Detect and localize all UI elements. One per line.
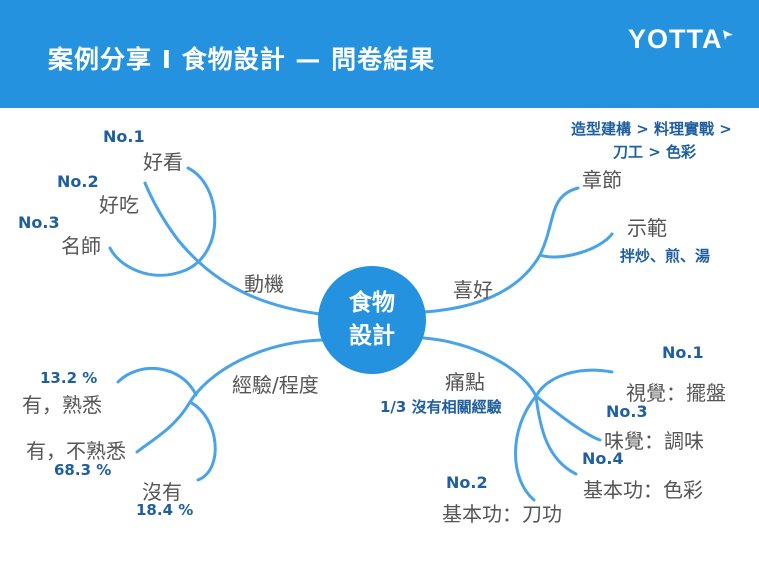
twig-skill-color <box>534 394 578 476</box>
branch-label-pain-points: 痛點 <box>445 370 485 394</box>
twig-visual <box>534 368 614 398</box>
twig-good-looking <box>108 166 217 277</box>
rank-famous-chef: No.3 <box>18 213 60 232</box>
branch-label-motivation: 動機 <box>244 272 284 296</box>
rank-visual: No.1 <box>662 343 704 362</box>
center-line-1: 食物 <box>349 289 395 316</box>
rank-taste: No.3 <box>606 402 648 421</box>
item-demo: 示範 <box>627 216 667 240</box>
item-good-looking: 好看 <box>143 150 183 174</box>
rank-skill-color: No.4 <box>582 449 624 468</box>
demo-methods: 拌炒、煎、湯 <box>620 247 711 265</box>
item-famous-chef: 名師 <box>61 234 101 258</box>
twig-none <box>188 400 217 482</box>
branch-motivation <box>143 181 322 316</box>
twig-familiar <box>116 367 198 397</box>
item-knife-skill: 基本功：刀功 <box>442 502 562 526</box>
twig-demo <box>538 232 614 259</box>
twig-taste <box>534 394 602 442</box>
pct-familiar: 13.2 % <box>40 369 98 387</box>
preference-ranking-line-2: 刀工 > 色彩 <box>613 143 697 161</box>
item-familiar: 有，熟悉 <box>22 393 102 417</box>
center-node: 食物 設計 <box>318 266 426 374</box>
branch-label-experience: 經驗/程度 <box>232 373 319 397</box>
item-delicious: 好吃 <box>99 193 139 217</box>
rank-delicious: No.2 <box>57 172 99 191</box>
brand-logo: YOTTA <box>628 24 723 54</box>
pct-unfamiliar: 68.3 % <box>54 461 112 479</box>
center-line-2: 設計 <box>349 323 395 349</box>
branch-label-preference: 喜好 <box>453 278 493 302</box>
item-skill-color: 基本功：色彩 <box>583 478 703 502</box>
item-unfamiliar: 有，不熟悉 <box>26 439 126 463</box>
branch-preference <box>422 186 580 314</box>
branch-pain-points <box>422 336 538 398</box>
pct-none: 18.4 % <box>136 501 194 519</box>
item-chapters: 章節 <box>582 168 622 192</box>
page-title: 案例分享 I 食物設計 — 問卷結果 <box>48 45 436 74</box>
item-none: 沒有 <box>142 480 182 504</box>
preference-ranking-line-1: 造型建構 > 料理實戰 > <box>571 120 732 138</box>
item-taste-seasoning: 味覺：調味 <box>604 429 704 453</box>
header-bar: 案例分享 I 食物設計 — 問卷結果 YOTTA <box>0 0 759 108</box>
item-visual-plating: 視覺：擺盤 <box>626 381 726 405</box>
rank-good-looking: No.1 <box>103 127 145 146</box>
rank-knife-skill: No.2 <box>446 473 488 492</box>
logo-arrow-icon <box>723 30 733 40</box>
pain-points-note: 1/3 沒有相關經驗 <box>380 398 502 416</box>
twig-knife <box>514 394 538 502</box>
